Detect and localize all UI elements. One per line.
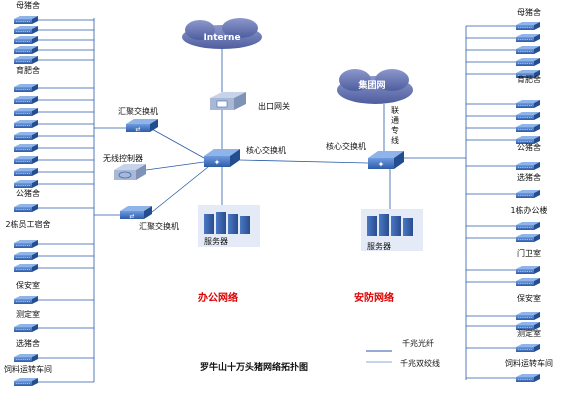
left-group-label: 测定室	[16, 309, 40, 319]
left-access-switch	[13, 377, 39, 387]
right-access-switch	[515, 265, 541, 275]
right-access-switch	[515, 161, 541, 171]
right-group-label: 饲料运转车间	[505, 358, 553, 368]
agg-switch-bottom-label: 汇聚交换机	[139, 221, 179, 231]
left-access-switch	[13, 203, 39, 213]
exit-gateway-router	[210, 92, 246, 110]
group-network-cloud: 集团网	[337, 69, 413, 104]
right-access-switch	[515, 277, 541, 287]
core-switch-left-icon: ✦	[204, 149, 240, 167]
server-left-icon	[198, 205, 260, 247]
connection-lines	[36, 18, 516, 383]
right-access-switch	[515, 111, 541, 121]
svg-text:✦: ✦	[378, 160, 385, 169]
right-group-label: 选猪舍	[517, 172, 541, 182]
left-access-switch	[13, 131, 39, 141]
svg-text:线: 线	[391, 135, 399, 145]
left-access-switch	[13, 167, 39, 177]
left-access-switch	[13, 83, 39, 93]
left-access-switch	[13, 35, 39, 45]
right-access-switch	[515, 57, 541, 67]
right-access-switch	[515, 343, 541, 353]
left-access-switch	[13, 251, 39, 261]
svg-text:通: 通	[391, 115, 399, 125]
right-group-label: 公猪舍	[517, 142, 541, 152]
left-access-switch	[13, 45, 39, 55]
left-group-label: 公猪舍	[16, 188, 40, 198]
diagram-title: 罗牛山十万头猪网络拓扑图	[200, 361, 308, 373]
internet-cloud-label: Interne	[203, 33, 240, 43]
wireless-controller-icon	[114, 164, 146, 180]
left-access-switch	[13, 323, 39, 333]
legend: 千兆光纤 千兆双绞线	[366, 338, 440, 368]
left-access-switch	[13, 15, 39, 25]
right-access-switch	[515, 123, 541, 133]
legend-twisted-label: 千兆双绞线	[400, 358, 440, 368]
left-access-switch	[13, 263, 39, 273]
left-access-switch	[13, 179, 39, 189]
right-access-switch	[515, 33, 541, 43]
agg-switch-top-label: 汇聚交换机	[118, 106, 158, 116]
core-switch-right-label: 核心交换机	[326, 141, 366, 151]
internet-cloud: Interne	[182, 18, 262, 49]
left-access-switch	[13, 143, 39, 153]
server-right-label: 服务器	[367, 241, 391, 251]
left-access-switch	[13, 119, 39, 129]
office-network-label: 办公网络	[198, 291, 238, 304]
svg-text:⇄: ⇄	[129, 213, 134, 220]
right-group-label: 保安室	[517, 293, 541, 303]
left-group-label: 育肥舍	[16, 65, 40, 75]
left-group-label: 饲料运转车间	[4, 364, 52, 374]
core-switch-left-label: 核心交换机	[246, 145, 286, 155]
server-left-label: 服务器	[204, 236, 228, 246]
left-group-label: 选猪舍	[16, 338, 40, 348]
left-access-switch	[13, 95, 39, 105]
right-group-label: 测定室	[517, 328, 541, 338]
left-access-switch	[13, 55, 39, 65]
right-access-switch	[515, 189, 541, 199]
left-group-label: 保安室	[16, 280, 40, 290]
right-access-switch	[515, 221, 541, 231]
right-group-label: 门卫室	[517, 248, 541, 258]
svg-text:专: 专	[391, 125, 399, 135]
right-access-switch	[515, 233, 541, 243]
leased-line-label: 联 通 专 线	[391, 106, 399, 145]
left-group-label: 2栋员工宿舍	[5, 219, 50, 229]
security-network-label: 安防网络	[354, 291, 394, 304]
right-access-switch	[515, 373, 541, 383]
right-access-switch	[515, 99, 541, 109]
agg-switch-top-icon: ⇄	[126, 119, 158, 133]
left-access-switch	[13, 295, 39, 305]
left-access-switch	[13, 155, 39, 165]
right-group-label: 育肥舍	[517, 74, 541, 84]
wireless-controller-label: 无线控制器	[103, 153, 143, 163]
left-access-switch	[13, 25, 39, 35]
left-access-switch	[13, 353, 39, 363]
svg-text:联: 联	[391, 106, 399, 115]
exit-gateway-label: 出口网关	[258, 101, 290, 111]
group-network-cloud-label: 集团网	[357, 79, 385, 91]
server-right-icon	[361, 209, 423, 251]
right-group-label: 1栋办公楼	[510, 205, 547, 215]
right-group-label: 母猪舍	[517, 7, 541, 17]
legend-fiber-label: 千兆光纤	[402, 338, 434, 348]
svg-text:✦: ✦	[214, 158, 221, 167]
right-access-switch	[515, 45, 541, 55]
left-access-switch	[13, 107, 39, 117]
left-group-label: 母猪舍	[16, 0, 40, 10]
svg-text:⇄: ⇄	[135, 126, 140, 133]
right-access-switch	[515, 21, 541, 31]
agg-switch-bottom-icon: ⇄	[120, 206, 152, 220]
right-access-switch	[515, 311, 541, 321]
core-switch-right-icon: ✦	[368, 151, 404, 169]
left-access-switch	[13, 239, 39, 249]
